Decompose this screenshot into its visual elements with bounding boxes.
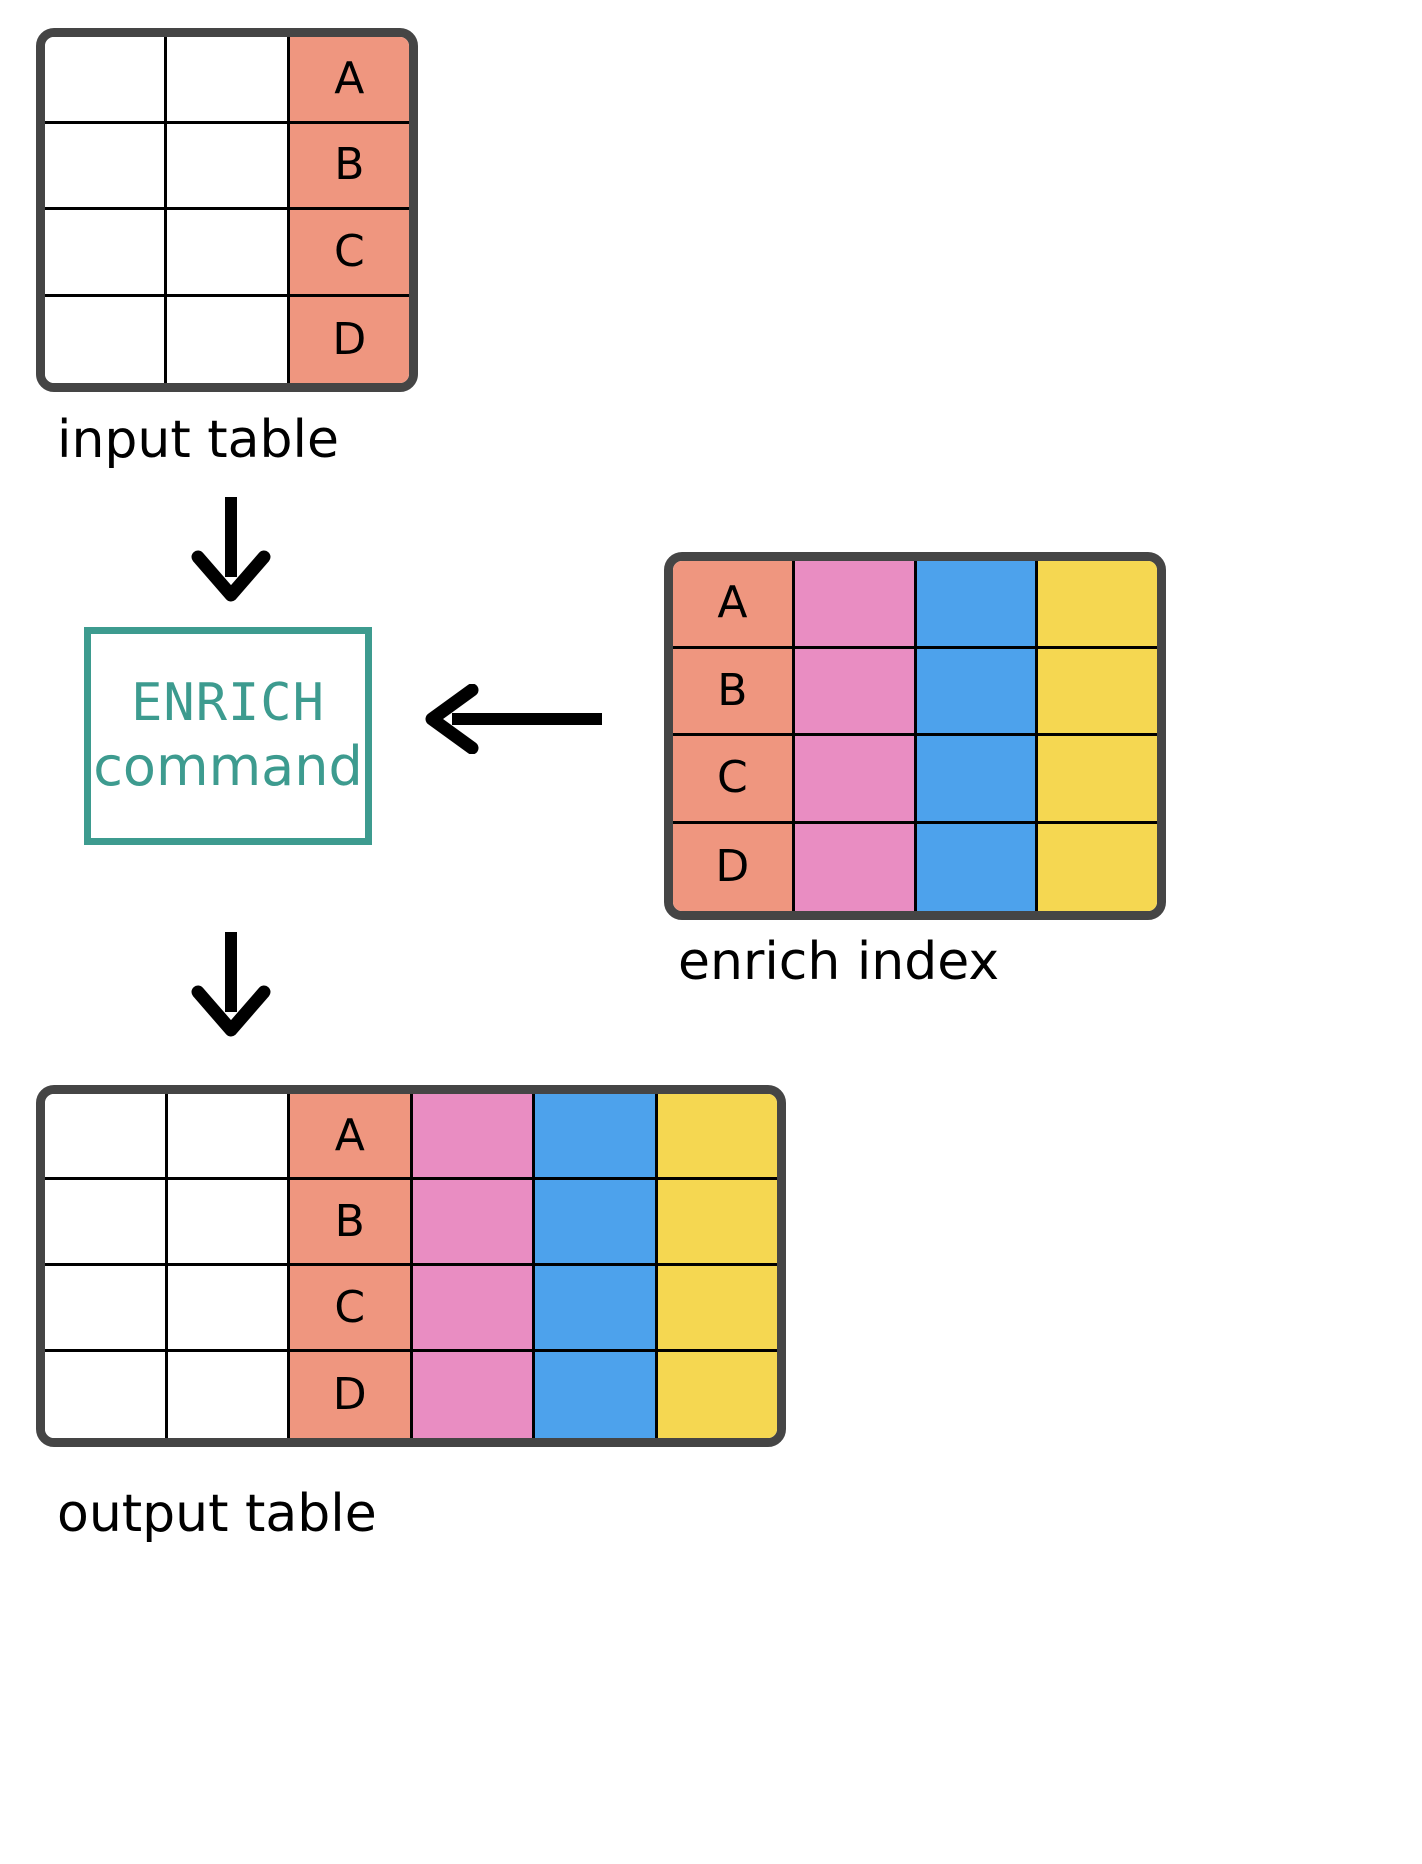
enrich-command-box[interactable]: ENRICH command <box>84 627 372 845</box>
table-cell <box>1038 648 1157 736</box>
enrich-command-line-1: ENRICH <box>131 673 325 734</box>
table-cell: B <box>290 1180 413 1266</box>
table-cell: D <box>290 1352 413 1438</box>
table-row: B <box>45 1180 777 1266</box>
table-cell: B <box>289 123 409 210</box>
table-cell: A <box>289 37 409 124</box>
arrow-left-icon <box>425 683 602 755</box>
table-cell <box>657 1180 777 1266</box>
table-row: A <box>673 561 1157 649</box>
table-cell <box>657 1094 777 1180</box>
table-row: A <box>45 1094 777 1180</box>
table-cell <box>794 561 917 649</box>
enrich-index-label: enrich index <box>678 932 1000 992</box>
table-cell <box>916 736 1039 824</box>
table-row: D <box>45 296 409 383</box>
table-cell <box>167 1352 290 1438</box>
table-cell <box>794 736 917 824</box>
table-cell <box>167 37 290 124</box>
arrow-down-icon <box>191 497 271 602</box>
table-cell <box>45 37 168 124</box>
table-row: C <box>673 736 1157 824</box>
table-cell <box>1038 736 1157 824</box>
input-table-label: input table <box>57 410 339 470</box>
table-cell: C <box>289 210 409 297</box>
table-cell: B <box>673 648 795 736</box>
table-cell <box>535 1266 658 1352</box>
table-row: A <box>45 37 409 124</box>
table-row: D <box>673 823 1157 911</box>
table-cell <box>167 296 290 383</box>
table-cell <box>45 123 168 210</box>
table-cell <box>1038 561 1157 649</box>
arrow-input-to-command <box>176 495 286 605</box>
table-cell <box>412 1180 535 1266</box>
table-cell <box>412 1266 535 1352</box>
table-cell <box>535 1180 658 1266</box>
table-cell: A <box>673 561 795 649</box>
table-cell <box>916 648 1039 736</box>
table-cell <box>657 1352 777 1438</box>
table-cell <box>167 123 290 210</box>
arrow-command-to-output <box>176 930 286 1040</box>
table-cell: C <box>673 736 795 824</box>
table-row: D <box>45 1352 777 1438</box>
table-cell: D <box>673 823 795 911</box>
table-cell: A <box>290 1094 413 1180</box>
table-cell <box>535 1352 658 1438</box>
table-cell <box>45 210 168 297</box>
table-row: B <box>45 123 409 210</box>
output-table-label: output table <box>57 1484 377 1544</box>
arrow-index-to-command <box>424 683 604 755</box>
table-cell <box>657 1266 777 1352</box>
table-cell <box>45 1180 168 1266</box>
table-cell <box>412 1352 535 1438</box>
table-cell <box>412 1094 535 1180</box>
arrow-down-icon <box>191 932 271 1037</box>
table-row: C <box>45 1266 777 1352</box>
table-cell: C <box>290 1266 413 1352</box>
table-row: B <box>673 648 1157 736</box>
table-cell <box>45 296 168 383</box>
table-cell <box>794 823 917 911</box>
table-row: C <box>45 210 409 297</box>
table-cell <box>167 1180 290 1266</box>
table-cell <box>167 210 290 297</box>
table-cell <box>916 823 1039 911</box>
table-cell <box>167 1094 290 1180</box>
table-cell <box>45 1094 168 1180</box>
table-cell <box>45 1266 168 1352</box>
table-cell <box>1038 823 1157 911</box>
table-cell <box>167 1266 290 1352</box>
table-cell <box>794 648 917 736</box>
table-cell <box>45 1352 168 1438</box>
table-cell <box>535 1094 658 1180</box>
table-cell: D <box>289 296 409 383</box>
table-cell <box>916 561 1039 649</box>
enrich-command-line-2: command <box>93 734 363 798</box>
